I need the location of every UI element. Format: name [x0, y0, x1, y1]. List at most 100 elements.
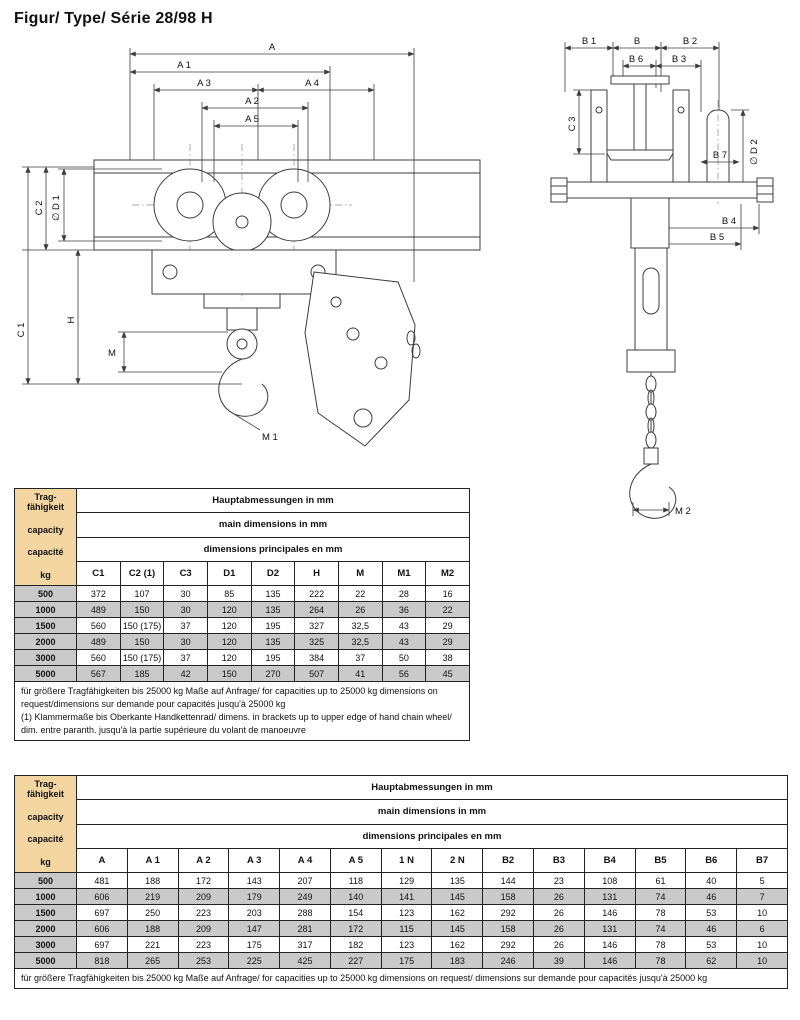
hand-chain-wheel: [212, 192, 272, 252]
table-header-row: main dimensions in mm: [15, 799, 788, 825]
hoist-body-side: [626, 197, 676, 373]
dimension-cell: 560: [76, 617, 121, 634]
dim-label-a: A: [269, 42, 276, 53]
dimension-cell: 46: [685, 920, 738, 937]
dimension-cell: 489: [76, 633, 121, 650]
capacity-label-de-1: Trag-: [34, 492, 57, 502]
footnote-request: für größere Tragfähigkeiten bis 25000 kg…: [21, 686, 438, 710]
dimension-cell: 74: [634, 920, 687, 937]
dim-label-a1: A 1: [177, 60, 191, 71]
dimension-cell: 45: [425, 665, 470, 682]
dimension-cell: 30: [163, 585, 208, 602]
column-header: 1 N: [380, 847, 433, 874]
column-header: B2: [482, 847, 535, 874]
column-header: H: [294, 560, 339, 587]
dim-label-d2: ∅ D 2: [749, 139, 760, 165]
dimension-cell: 146: [583, 936, 636, 953]
dimensions-table-main: Trag- fähigkeit capacity capacité kg Hau…: [14, 487, 470, 742]
capacity-label-de-2: fähigkeit: [26, 788, 64, 799]
dimension-cell: 29: [425, 633, 470, 650]
dimension-cell: 36: [381, 601, 427, 618]
dimension-cell: 818: [76, 952, 128, 969]
dimension-cell: 74: [634, 888, 687, 905]
dimension-cell: 270: [250, 665, 296, 682]
capacity-unit-kg: kg: [40, 570, 51, 581]
dimension-cell: 7: [736, 888, 788, 905]
dimension-cell: 188: [126, 872, 179, 889]
capacity-label-de-2: fähigkeit: [26, 501, 64, 512]
dimension-cell: 30: [163, 601, 208, 618]
dim-label-b4: B 4: [722, 216, 736, 227]
capacity-cell: 3000: [14, 936, 77, 953]
dimension-cell: 120: [206, 649, 252, 666]
dimension-cell: 39: [533, 952, 585, 969]
dimension-cell: 209: [177, 920, 230, 937]
capacity-cell: 1500: [14, 617, 77, 634]
dim-label-c3: C 3: [567, 117, 578, 132]
dimension-cell: 182: [329, 936, 382, 953]
dimension-cell: 129: [380, 872, 433, 889]
dimension-cell: 507: [294, 665, 339, 682]
column-header: B3: [533, 847, 585, 874]
dimension-cell: 150: [119, 601, 165, 618]
dim-label-b1: B 1: [582, 36, 596, 47]
dimension-cell: 123: [380, 904, 433, 921]
dimension-cell: 107: [119, 585, 165, 602]
dimension-cell: 135: [250, 585, 296, 602]
dimension-cell: 179: [228, 888, 281, 905]
table-header-row: dimensions principales en mm: [15, 823, 788, 849]
dimension-cell: 43: [381, 633, 427, 650]
dimension-cell: 16: [425, 585, 470, 602]
dimension-cell: 195: [250, 617, 296, 634]
capacity-unit-kg: kg: [40, 857, 51, 868]
dimension-cell: 249: [279, 888, 331, 905]
dimension-cell: 606: [76, 920, 128, 937]
dimension-cell: 481: [76, 872, 128, 889]
dim-label-b: B: [634, 36, 640, 47]
load-chain: [645, 372, 657, 449]
table-title-en: main dimensions in mm: [76, 799, 788, 825]
dimension-cell: 172: [177, 872, 230, 889]
footnote-request: für größere Tragfähigkeiten bis 25000 kg…: [21, 973, 708, 983]
dimension-cell: 32,5: [337, 617, 383, 634]
table-title-en: main dimensions in mm: [76, 512, 470, 538]
dimension-cell: 85: [206, 585, 252, 602]
dimension-cell: 40: [685, 872, 738, 889]
dimensions-table-secondary: Trag- fähigkeit capacity capacité kg Hau…: [14, 774, 788, 990]
dimension-cell: 26: [337, 601, 383, 618]
dimension-cell: 42: [163, 665, 208, 682]
capacity-cell: 500: [14, 872, 77, 889]
dimension-cell: 131: [583, 888, 636, 905]
dimension-cell: 425: [279, 952, 331, 969]
footnote-row: für größere Tragfähigkeiten bis 25000 kg…: [14, 967, 788, 990]
dimension-cell: 78: [634, 904, 687, 921]
beam-cross-section: [604, 75, 676, 161]
column-header: M1: [381, 560, 427, 587]
table-title-de: Hauptabmessungen in mm: [76, 774, 788, 801]
dim-label-b5: B 5: [710, 232, 724, 243]
dimension-cell: 175: [380, 952, 433, 969]
dimension-cell: 23: [533, 872, 585, 889]
dimension-lines-top: [564, 42, 720, 112]
dim-label-m1: M 1: [262, 432, 278, 443]
dim-label-a4: A 4: [305, 78, 319, 89]
column-header: 2 N: [431, 847, 484, 874]
column-header: C1: [76, 560, 121, 587]
dim-label-c2: C 2: [34, 201, 45, 216]
dimension-cell: 292: [482, 904, 535, 921]
dimension-cell: 185: [119, 665, 165, 682]
dimension-cell: 162: [431, 936, 484, 953]
dimension-cell: 697: [76, 936, 128, 953]
dimension-cell: 135: [431, 872, 484, 889]
dimension-cell: 10: [736, 952, 788, 969]
suspension-shaft: [550, 177, 774, 203]
column-header: C2 (1): [119, 560, 165, 587]
